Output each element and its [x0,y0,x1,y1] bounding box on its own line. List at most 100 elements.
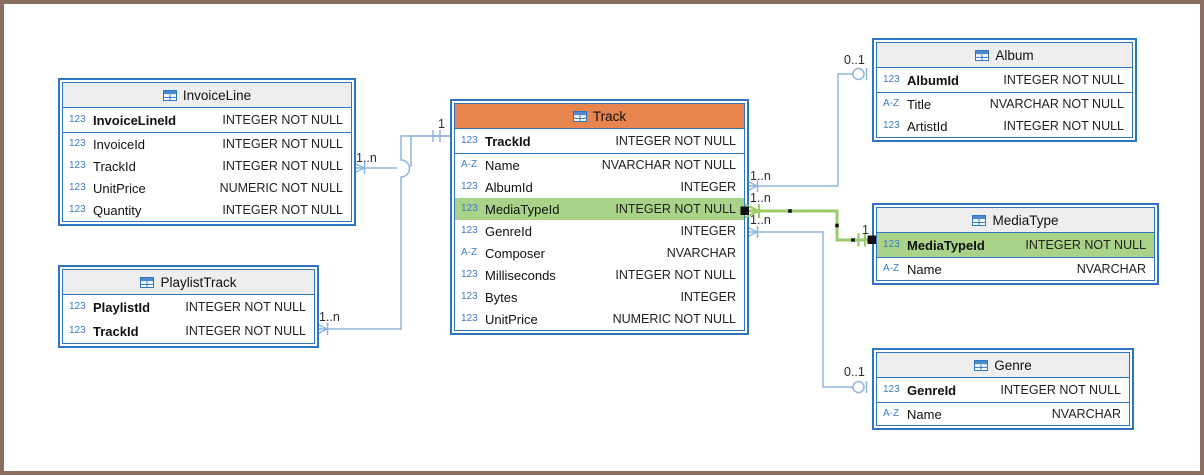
table-icon [975,49,990,61]
endpoint-handle[interactable] [867,235,877,245]
wire-selected[interactable] [745,209,869,242]
text-type-icon: A-Z [883,263,900,274]
table-icon [974,359,989,371]
numeric-type-icon: 123 [69,204,86,215]
midpoint-handle[interactable] [851,238,855,242]
column-row-albumid[interactable]: 123 AlbumId INTEGER NOT NULL [877,68,1132,92]
wire[interactable] [315,135,451,330]
table-title: PlaylistTrack [160,274,237,290]
column-name: Quantity [93,202,142,218]
numeric-type-icon: 123 [69,114,86,125]
endpoint-handle[interactable] [740,206,750,216]
column-name: AlbumId [907,72,959,88]
column-row-invoicelineid[interactable]: 123 InvoiceLineId INTEGER NOT NULL [63,108,351,132]
numeric-type-icon: 123 [69,182,86,193]
column-name: Name [907,406,942,422]
one-mandatory-icon [857,233,867,247]
zero-circle-icon [852,67,865,81]
table-header[interactable]: MediaType [877,208,1154,233]
table-icon [572,110,587,122]
table-icon [140,276,155,288]
column-type: INTEGER NOT NULL [1003,119,1124,133]
text-type-icon: A-Z [461,247,478,258]
column-name: AlbumId [485,179,533,195]
numeric-type-icon: 123 [461,291,478,302]
column-type: INTEGER NOT NULL [222,203,343,217]
wire[interactable] [745,231,853,388]
numeric-type-icon: 123 [883,239,900,250]
column-type: NVARCHAR [666,246,736,260]
text-type-icon: A-Z [461,159,478,170]
wire[interactable] [745,73,853,187]
table-title: InvoiceLine [182,87,252,103]
column-row-quantity[interactable]: 123 Quantity INTEGER NOT NULL [63,199,351,221]
column-name: MediaTypeId [485,201,560,217]
numeric-type-icon: 123 [461,313,478,324]
numeric-type-icon: 123 [461,135,478,146]
midpoint-handle[interactable] [788,209,792,213]
column-name: Milliseconds [485,267,556,283]
column-row-milliseconds[interactable]: 123 Milliseconds INTEGER NOT NULL [455,264,744,286]
table-icon [972,214,987,226]
table-header[interactable]: Track [455,104,744,129]
table-header[interactable]: Genre [877,353,1129,378]
column-name: InvoiceLineId [93,112,177,128]
numeric-type-icon: 123 [69,138,86,149]
column-type: INTEGER NOT NULL [1003,73,1124,87]
table-icon [162,89,177,101]
cardinality-label: 1 [438,117,445,131]
numeric-type-icon: 123 [883,74,900,85]
zero-circle-icon [852,380,865,394]
column-name: GenreId [907,382,957,398]
crow-foot-icon [744,203,761,219]
column-type: INTEGER NOT NULL [222,113,343,127]
column-name: Bytes [485,289,518,305]
column-type: INTEGER NOT NULL [1025,238,1146,252]
column-name: Name [907,261,942,277]
column-name: TrackId [485,133,531,149]
relationship-track-mediatype[interactable]: 1 [740,203,877,247]
column-name: ArtistId [907,118,948,134]
column-type: INTEGER NOT NULL [615,268,736,282]
column-type: INTEGER [680,290,736,304]
column-row-bytes[interactable]: 123 Bytes INTEGER [455,286,744,308]
column-type: INTEGER NOT NULL [185,300,306,314]
cardinality-label: 0..1 [844,365,865,379]
numeric-type-icon: 123 [461,269,478,280]
column-type: INTEGER [680,180,736,194]
table-header[interactable]: PlaylistTrack [63,270,314,295]
table-header[interactable]: InvoiceLine [63,83,351,108]
numeric-type-icon: 123 [69,160,86,171]
table-title: Genre [994,357,1032,373]
text-type-icon: A-Z [883,98,900,109]
table-header[interactable]: Album [877,43,1132,68]
midpoint-handle[interactable] [835,223,839,228]
